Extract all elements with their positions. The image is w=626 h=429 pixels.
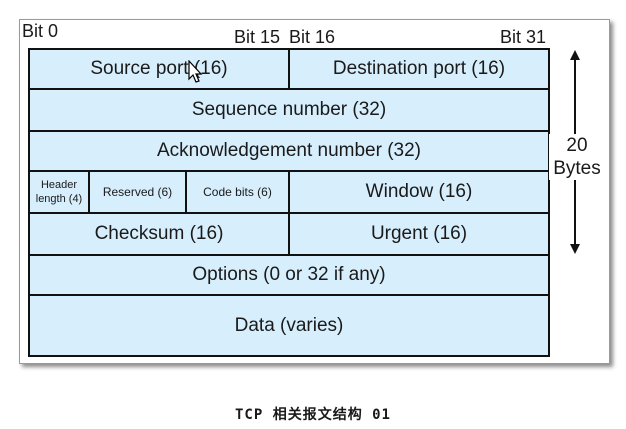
destination-port-field: Destination port (16) — [288, 48, 550, 90]
header-size-value: 20 — [566, 135, 588, 156]
window-field: Window (16) — [288, 170, 550, 214]
data-field: Data (varies) — [28, 294, 550, 357]
arrow-up-icon — [570, 50, 580, 60]
bit-31-label: Bit 31 — [500, 27, 547, 47]
code-bits-field: Code bits (6) — [185, 170, 290, 214]
header-size-label: 20 Bytes — [549, 134, 605, 180]
header-length-field: Header length (4) — [28, 170, 90, 214]
checksum-field: Checksum (16) — [28, 212, 290, 256]
options-field: Options (0 or 32 if any) — [28, 254, 550, 296]
diagram-caption: TCP 相关报文结构 01 — [234, 407, 391, 423]
sequence-number-field: Sequence number (32) — [28, 88, 550, 132]
reserved-field: Reserved (6) — [88, 170, 187, 214]
source-port-field: Source port (16) — [28, 48, 290, 90]
acknowledgement-number-field: Acknowledgement number (32) — [28, 130, 550, 172]
bit-0-label: Bit 0 — [22, 21, 59, 41]
bit-16-label: Bit 16 — [289, 27, 336, 47]
bit-15-label: Bit 15 — [234, 27, 281, 47]
mouse-pointer-icon — [188, 60, 203, 83]
urgent-field: Urgent (16) — [288, 212, 550, 256]
arrow-down-icon — [570, 244, 580, 254]
header-size-unit: Bytes — [553, 158, 601, 179]
